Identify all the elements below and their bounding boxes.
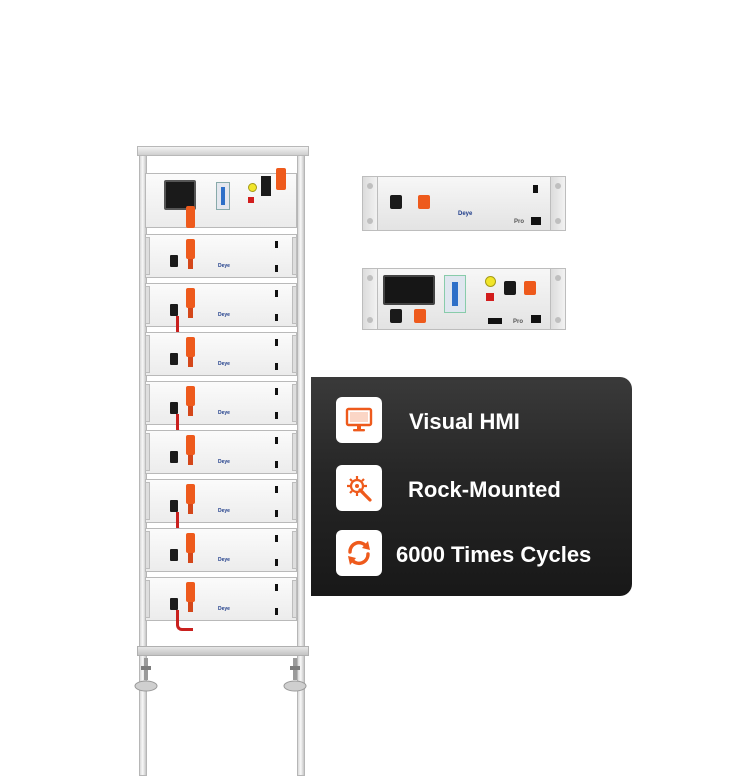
battery-module: Deye — [145, 381, 297, 435]
stop-button — [248, 197, 254, 203]
cycle-arrows-icon — [348, 541, 370, 565]
red-cable — [176, 610, 193, 631]
module-logo: Deye — [218, 508, 230, 514]
orange-connector — [418, 195, 430, 209]
black-connector — [170, 402, 178, 414]
orange-connector — [186, 533, 195, 563]
positive-terminal — [524, 281, 536, 295]
feature-rack-mounted: Rock-Mounted — [336, 465, 626, 515]
black-connector — [170, 304, 178, 316]
black-connector — [170, 353, 178, 365]
orange-connector — [186, 239, 195, 269]
module-logo: Deye — [218, 361, 230, 367]
model-tag: Pro — [513, 319, 524, 325]
rack-bottom-bar — [137, 646, 309, 656]
feature-label: Visual HMI — [409, 409, 520, 434]
orange-connector — [186, 582, 195, 612]
feature-label: 6000 Times Cycles — [396, 542, 592, 567]
battery-module: Deye — [145, 283, 297, 337]
orange-connector — [186, 484, 195, 514]
battery-module: Deye — [145, 577, 297, 631]
negative-terminal — [261, 176, 271, 196]
power-button — [485, 276, 496, 287]
battery-module: Deye — [145, 234, 297, 278]
orange-connector — [186, 288, 195, 318]
orange-connector — [186, 337, 195, 367]
rack-control-unit — [145, 168, 297, 228]
black-connector — [390, 309, 402, 323]
black-connector — [170, 549, 178, 561]
model-tag: Pro — [514, 219, 525, 225]
feature-cycles: 6000 Times Cycles — [336, 530, 626, 580]
black-connector — [170, 255, 178, 267]
battery-module-closeup: Deye Pro — [362, 176, 566, 231]
leveling-foot-icon — [283, 658, 307, 692]
orange-connector — [186, 435, 195, 465]
module-logo: Deye — [218, 410, 230, 416]
hmi-screen — [383, 275, 435, 305]
black-connector — [170, 500, 178, 512]
breaker-switch — [444, 275, 466, 313]
module-logo: Deye — [218, 459, 230, 465]
module-logo: Deye — [218, 606, 230, 612]
monitor-icon — [345, 407, 373, 432]
breaker-switch — [216, 182, 230, 210]
black-connector — [170, 598, 178, 610]
orange-connector — [414, 309, 426, 323]
leveling-foot-icon — [134, 658, 158, 692]
power-button — [248, 183, 257, 192]
orange-connector — [186, 386, 195, 416]
rack-top-bar — [137, 146, 309, 156]
battery-rack: Deye Deye Deye Deye Deye Deye Deye — [134, 146, 309, 776]
battery-module: Deye — [145, 479, 297, 533]
stop-button — [486, 293, 494, 301]
gear-wrench-icon — [347, 476, 372, 502]
black-connector — [170, 451, 178, 463]
control-unit-closeup: Pro — [362, 268, 566, 330]
module-logo: Deye — [218, 312, 230, 318]
positive-terminal — [276, 168, 286, 190]
black-connector — [390, 195, 402, 209]
orange-connector — [186, 206, 195, 228]
battery-module: Deye — [145, 430, 297, 474]
module-logo: Deye — [458, 211, 473, 217]
module-logo: Deye — [218, 263, 230, 269]
feature-label: Rock-Mounted — [408, 477, 561, 502]
feature-visual-hmi: Visual HMI — [336, 397, 626, 447]
features-panel: Visual HMI Rock-Mounted 6000 Times C — [311, 377, 632, 596]
battery-module: Deye — [145, 528, 297, 572]
negative-terminal — [504, 281, 516, 295]
battery-module: Deye — [145, 332, 297, 376]
module-logo: Deye — [218, 557, 230, 563]
hmi-screen — [164, 180, 196, 210]
